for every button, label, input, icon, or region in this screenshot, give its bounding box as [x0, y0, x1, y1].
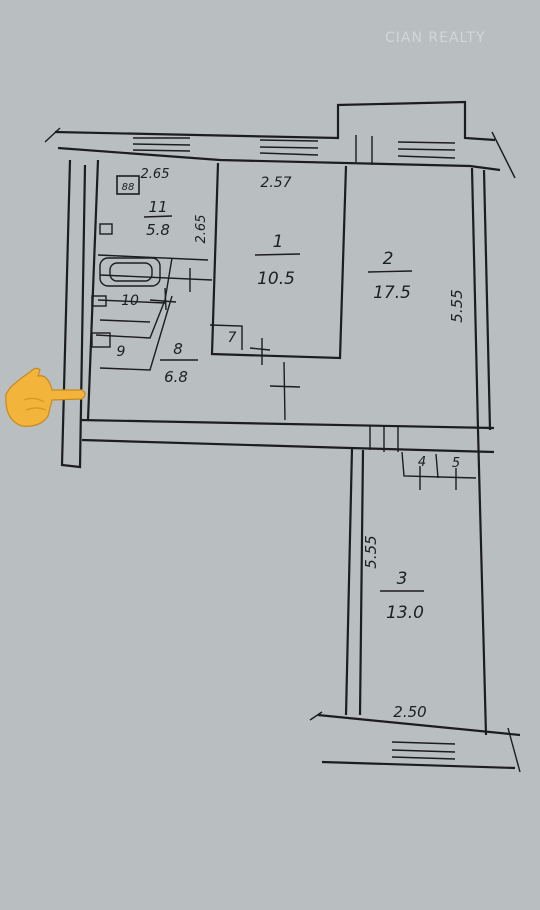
watermark: CIAN REALTY: [385, 30, 486, 46]
room-11-area: 5.8: [146, 221, 170, 239]
walls: [44, 100, 521, 773]
room-3-area: 13.0: [386, 603, 424, 623]
kitchen-sink-icon: [99, 223, 113, 235]
room-11-number: 11: [148, 198, 167, 216]
room-8-number: 8: [173, 340, 183, 358]
room-1-area: 10.5: [257, 269, 295, 289]
dim-kitchen-width: 2.65: [141, 167, 170, 182]
dim-room2-depth: 5.55: [448, 289, 466, 322]
windows: [132, 135, 456, 760]
room-4-number: 4: [418, 455, 426, 470]
dim-room3-depth: 5.55: [362, 535, 380, 568]
room-5-number: 5: [452, 456, 460, 471]
dimension-labels: 2.65 2.65 2.57 5.55 5.55 2.50: [141, 167, 466, 721]
room-10-number: 10: [121, 293, 139, 309]
pointing-hand-icon: [5, 367, 86, 427]
dim-room1-width: 2.57: [260, 175, 291, 191]
room-labels: 11 5.8 1 10.5 2 17.5 8 6.8 10 9 7 4 5 3 …: [117, 198, 461, 623]
toilet-icon: [91, 332, 111, 348]
room-7-number: 7: [228, 330, 237, 346]
bathtub-icon: [99, 257, 161, 287]
room-1-number: 1: [273, 232, 284, 252]
stove-icon: [116, 175, 140, 195]
room-2-number: 2: [383, 249, 394, 269]
dim-room3-width: 2.50: [393, 703, 426, 721]
door-marks: [149, 268, 457, 490]
room-9-number: 9: [117, 344, 126, 360]
stove-label: 88: [122, 182, 135, 193]
dim-kitchen-depth: 2.65: [194, 215, 209, 244]
room-8-area: 6.8: [164, 368, 188, 386]
room-2-area: 17.5: [373, 283, 411, 303]
room-3-number: 3: [397, 569, 408, 589]
fixtures: 88: [91, 175, 161, 348]
sink-icon: [91, 295, 107, 307]
